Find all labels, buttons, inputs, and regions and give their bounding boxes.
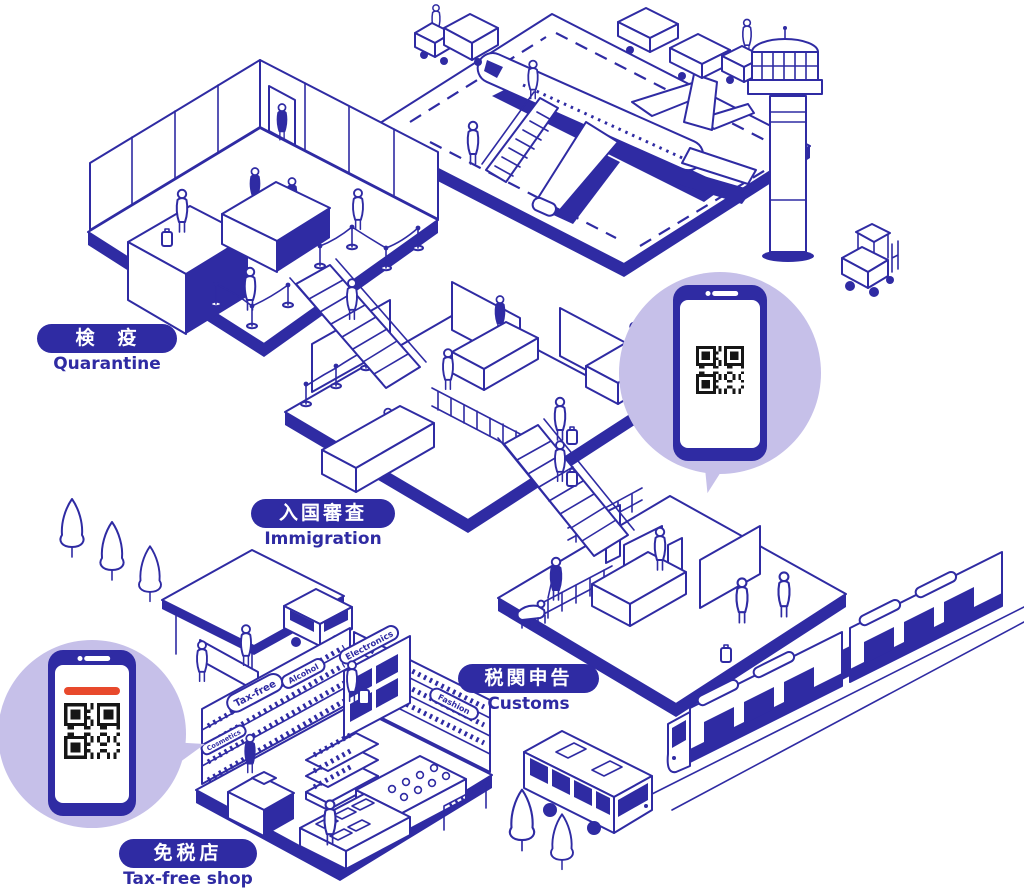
qr-callout-bottom [0, 640, 210, 828]
label-taxfree: 免税店 Tax-free shop [119, 839, 257, 889]
label-immigration-ja: 入国審査 [251, 499, 395, 528]
label-immigration: 入国審査 Immigration [251, 499, 395, 549]
label-taxfree-en: Tax-free shop [123, 869, 253, 889]
label-immigration-en: Immigration [264, 529, 382, 549]
qr-code-icon [64, 703, 120, 759]
clothes-rack [443, 783, 487, 831]
label-quarantine-en: Quarantine [53, 354, 161, 374]
phone-camera [77, 656, 83, 661]
label-taxfree-ja: 免税店 [119, 839, 257, 868]
label-quarantine: 検 疫 Quarantine [37, 324, 177, 374]
escalator-upper [289, 258, 427, 389]
forklift [841, 223, 899, 297]
scan-bar [64, 687, 120, 695]
traveler-figure [240, 624, 252, 667]
phone-speaker [84, 656, 111, 661]
phone-camera [705, 291, 711, 296]
phone-speaker [712, 291, 739, 296]
pedestrian-figure [196, 640, 208, 683]
phone-screen [55, 665, 129, 803]
qr-code-icon [696, 346, 744, 394]
bus [523, 730, 653, 835]
quarantine-area [87, 59, 439, 357]
tug-vehicle [414, 4, 499, 66]
label-customs-en: Customs [487, 694, 570, 714]
taxfree-shop: Tax-free Alcohol Electronics Fashion Cos… [195, 625, 493, 881]
boarding-stairs [481, 59, 559, 183]
customs-officer-with-dog [516, 556, 563, 630]
smartphone-icon [673, 285, 767, 461]
train [649, 551, 1024, 811]
smartphone-icon [48, 650, 136, 816]
van [283, 588, 353, 647]
sign-taxfree: Tax-free [226, 672, 284, 713]
label-customs: 税関申告 Customs [458, 664, 599, 714]
qr-callout-top [619, 272, 821, 497]
escalator-lower [497, 418, 635, 557]
cashier-counter [227, 733, 295, 837]
phone-screen [680, 300, 760, 448]
label-quarantine-ja: 検 疫 [37, 324, 177, 353]
control-tower [747, 26, 823, 262]
label-customs-ja: 税関申告 [458, 664, 599, 693]
